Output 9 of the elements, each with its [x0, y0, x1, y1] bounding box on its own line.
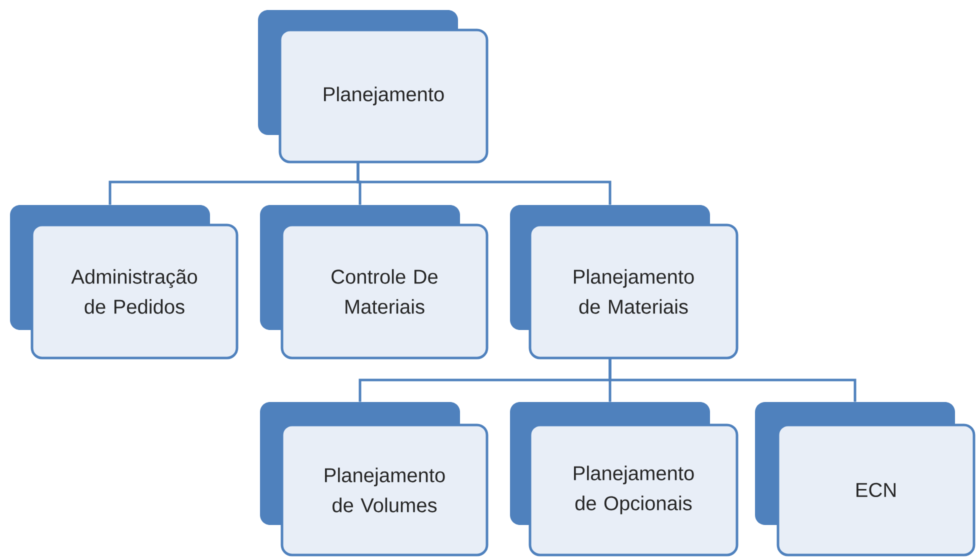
- org-box: Controle De Materiais: [260, 204, 488, 360]
- org-box: Planejamento de Materiais: [510, 204, 738, 360]
- connector-line: [608, 358, 856, 402]
- org-box: Administração de Pedidos: [10, 204, 238, 360]
- org-box: ECN: [755, 402, 976, 556]
- connector-line: [356, 162, 612, 205]
- org-box: Planejamento: [258, 10, 488, 164]
- org-box: Planejamento de Opcionais: [510, 402, 738, 556]
- org-box: Planejamento de Volumes: [260, 402, 488, 556]
